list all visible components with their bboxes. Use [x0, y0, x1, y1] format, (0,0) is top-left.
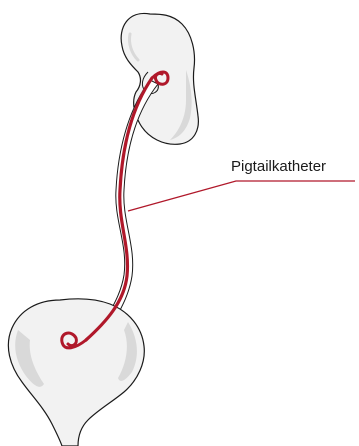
callout-leader-line: [128, 181, 355, 211]
catheter-label: Pigtailkatheter: [231, 158, 326, 176]
bladder-icon: [8, 299, 144, 446]
